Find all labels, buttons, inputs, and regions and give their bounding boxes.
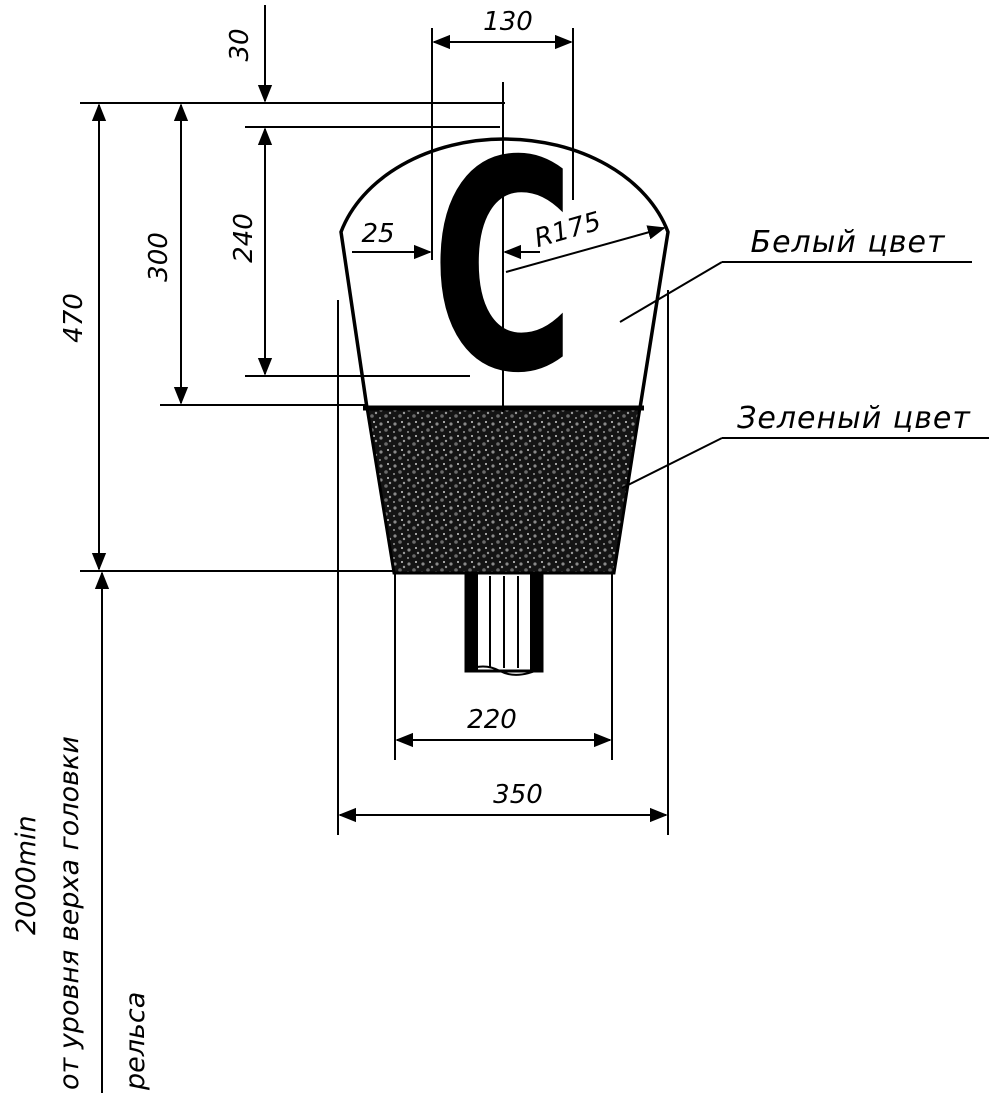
dim-350: 350 (493, 780, 543, 810)
side-note-line1: 2000min (11, 815, 42, 935)
dim-240: 240 (229, 213, 259, 263)
sign-outline (339, 137, 670, 409)
sign-body: C (339, 82, 670, 676)
dim-30: 30 (225, 28, 255, 61)
side-note-line3: рельса (120, 992, 151, 1091)
callout-green: Зеленый цвет (737, 401, 971, 436)
dim-300: 300 (144, 232, 174, 282)
side-note: 2000min от уровня верха головки рельса (11, 736, 151, 1091)
dim-470: 470 (59, 293, 89, 343)
dim-130: 130 (483, 7, 533, 37)
callout-white: Белый цвет (751, 225, 946, 260)
dim-25: 25 (361, 219, 394, 249)
sign-post (464, 571, 544, 676)
dim-220: 220 (467, 705, 517, 735)
side-note-line2: от уровня верха головки (54, 736, 85, 1090)
dimension-lines (80, 5, 989, 1093)
